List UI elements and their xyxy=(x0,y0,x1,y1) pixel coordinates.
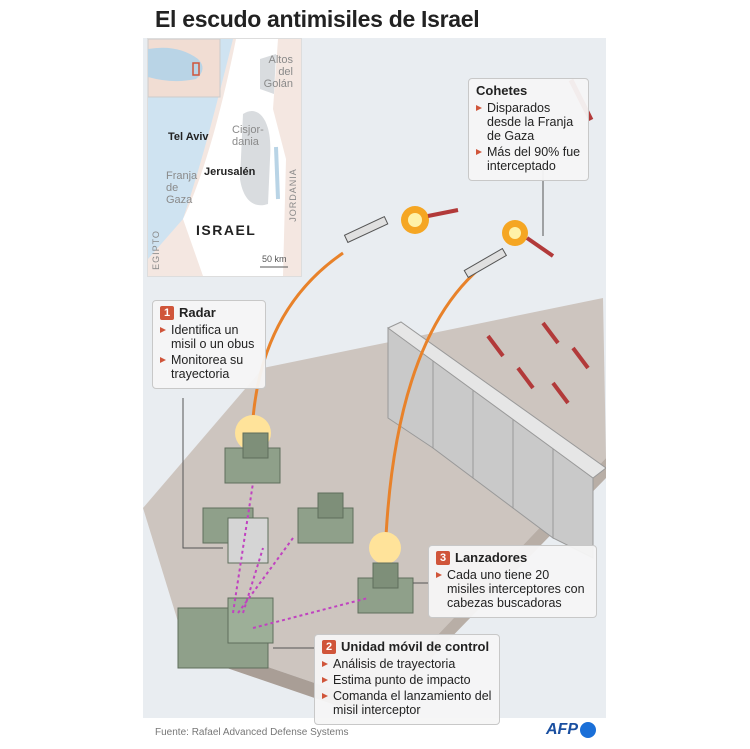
page-title: El escudo antimisiles de Israel xyxy=(155,6,480,32)
map-label-israel: ISRAEL xyxy=(196,222,257,238)
map-label-cisjordania: Cisjor-dania xyxy=(232,124,264,148)
step-number: 1 xyxy=(160,306,174,320)
trajectory-launcher xyxy=(383,256,494,559)
callout-item: Monitorea su trayectoria xyxy=(160,353,258,381)
map-label-tel-aviv: Tel Aviv xyxy=(168,131,209,143)
callout-item: Análisis de trayectoria xyxy=(322,657,492,671)
callout-item: Estima punto de impacto xyxy=(322,673,492,687)
callout-lanzadores: 3 Lanzadores Cada uno tiene 20 misiles in… xyxy=(428,545,597,618)
border-wall xyxy=(387,321,606,559)
callout-item: Más del 90% fue interceptado xyxy=(476,145,581,173)
interceptor-missile xyxy=(343,215,389,244)
callout-title: Unidad móvil de control xyxy=(341,639,490,654)
logo-text: AFP xyxy=(546,721,578,738)
callout-item: Identifica un misil o un obus xyxy=(160,323,258,351)
step-number: 2 xyxy=(322,640,336,654)
callout-item: Cada uno tiene 20 misiles interceptores … xyxy=(436,568,589,610)
map-label-gaza: Franja de Gaza xyxy=(166,170,198,206)
callout-radar: 1 Radar Identifica un misil o un obus Mon… xyxy=(152,300,266,389)
map-label-jerusalem: Jerusalén xyxy=(204,166,256,178)
map-label-egipto: EGIPTO xyxy=(150,230,161,270)
logo-dot-icon xyxy=(580,722,596,738)
callout-title: Cohetes xyxy=(476,83,528,98)
step-number: 3 xyxy=(436,551,450,565)
afp-logo: AFP xyxy=(546,721,596,739)
callout-item: Disparados desde la Franja de Gaza xyxy=(476,101,581,143)
vehicle-launcher xyxy=(177,432,414,669)
map-label-jordania: JORDANIA xyxy=(287,168,298,222)
callout-title: Lanzadores xyxy=(455,550,528,565)
callout-control: 2 Unidad móvil de control Análisis de tra… xyxy=(314,634,500,725)
map-scale: 50 km xyxy=(262,254,287,264)
enemy-rockets xyxy=(486,321,590,405)
location-map: Altos del Golán Tel Aviv Cisjor-dania Je… xyxy=(147,38,302,277)
map-label-golan: Altos del Golán xyxy=(263,54,293,90)
interceptor-missile xyxy=(463,247,508,279)
signal-links xyxy=(232,482,369,629)
trajectory-radar xyxy=(251,251,344,419)
callout-cohetes: Cohetes Disparados desde la Franja de Ga… xyxy=(468,78,589,181)
callout-title: Radar xyxy=(179,305,216,320)
launch-flash xyxy=(369,532,401,564)
source-note: Fuente: Rafael Advanced Defense Systems xyxy=(155,727,349,738)
callout-item: Comanda el lanzamiento del misil interce… xyxy=(322,689,492,717)
